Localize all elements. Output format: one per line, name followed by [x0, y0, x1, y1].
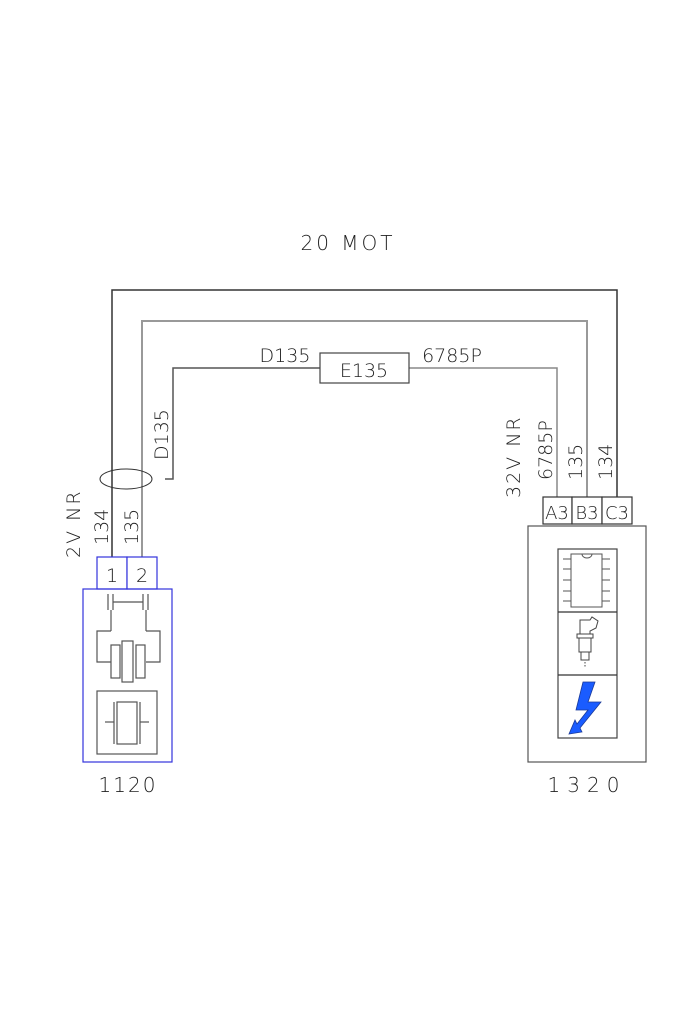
right-component-id: 1320	[548, 773, 627, 797]
right-wire-135: 135	[565, 444, 587, 480]
crystal-icon	[96, 690, 158, 755]
pin-1	[96, 556, 128, 590]
pin-c3-label: C3	[605, 503, 629, 524]
pin-1-label: 1	[106, 565, 118, 587]
left-component-id: 1120	[99, 773, 158, 797]
pin-c3	[601, 496, 633, 525]
inline-connector-label: E135	[340, 360, 388, 382]
component-1320	[527, 525, 647, 763]
shield-ellipse	[99, 468, 153, 490]
inline-connector-e135	[319, 352, 410, 384]
left-wire-134: 134	[91, 509, 113, 545]
wire-6785p	[409, 367, 558, 497]
wire-d135	[165, 367, 320, 480]
pin-b3-label: B3	[575, 503, 598, 524]
ic-chip-icon	[563, 553, 610, 608]
right-wire-6785p: 6785P	[535, 420, 557, 480]
shield-wire-label: D135	[151, 409, 173, 460]
lightning-bolt-icon	[568, 681, 602, 735]
component-1120	[82, 588, 173, 763]
pin-2	[126, 556, 158, 590]
wire-134	[111, 289, 618, 565]
right-wire-label: 6785P	[422, 345, 482, 367]
left-connector-label: 2V NR	[63, 489, 85, 558]
right-connector-label: 32V NR	[503, 415, 525, 498]
left-wire-135: 135	[121, 509, 143, 545]
harness-label: 20 MOT	[300, 231, 395, 255]
wire-135	[141, 320, 588, 565]
pin-2-label: 2	[136, 565, 148, 587]
sensor-plug-icon	[576, 616, 599, 668]
pin-a3	[542, 496, 573, 525]
right-wire-134: 134	[595, 444, 617, 480]
left-wire-label: D135	[260, 345, 311, 367]
pin-b3	[571, 496, 603, 525]
pin-a3-label: A3	[545, 503, 569, 524]
capacitor-icon	[96, 594, 161, 683]
